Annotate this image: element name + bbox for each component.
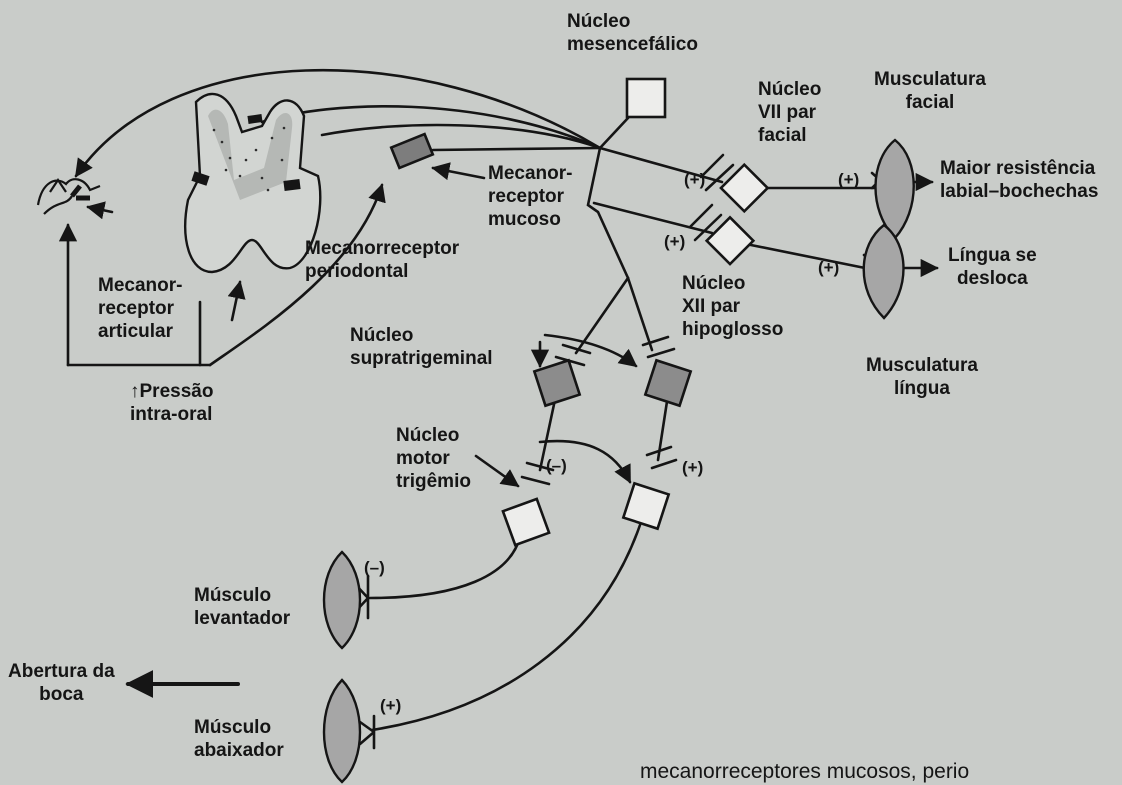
label-line: receptor — [488, 185, 572, 208]
label-line: levantador — [194, 607, 290, 630]
label-line: Núcleo — [758, 78, 821, 101]
label-line: Núcleo — [567, 10, 698, 33]
synapse-abaixador — [360, 716, 374, 748]
label-line: Núcleo — [396, 424, 471, 447]
mesencephalic-nucleus — [627, 79, 665, 117]
label-line: Língua se — [948, 244, 1037, 267]
label-line: intra-oral — [130, 403, 213, 426]
pointer-motor-left — [476, 456, 518, 486]
tongue-muscle-shape — [864, 225, 904, 318]
label-musculatura-facial: Musculatura facial — [874, 68, 986, 114]
label-line: Mecanor- — [98, 274, 182, 297]
hypoglossal-nucleus — [707, 217, 754, 264]
tooth-sketch — [185, 94, 320, 272]
label-nucleo-xii: Núcleo XII par hipoglosso — [682, 272, 783, 341]
facial-nucleus — [721, 165, 768, 212]
label-nucleo-mesencefalico: Núcleo mesencefálico — [567, 10, 698, 56]
label-line: XII par — [682, 295, 783, 318]
tract-to-articular-receptor — [76, 70, 600, 176]
label-line: VII par — [758, 101, 821, 124]
label-nucleo-motor-trigemio: Núcleo motor trigêmio — [396, 424, 471, 493]
label-line: Mecanorreceptor — [305, 237, 459, 260]
arrow-to-articular-1 — [88, 207, 112, 212]
branch-right-to-motor — [628, 278, 652, 350]
label-line: Músculo — [194, 716, 284, 739]
hypoglossal-efferent — [741, 243, 865, 268]
label-line: Maior resistência — [940, 157, 1098, 180]
tract-descending — [588, 148, 628, 278]
page-text-fragment: mecanorreceptores mucosos, perio — [640, 760, 969, 784]
label-line: articular — [98, 320, 182, 343]
label-line: periodontal — [305, 260, 459, 283]
sign-abaixador: (+) — [380, 696, 401, 716]
label-line: motor — [396, 447, 471, 470]
label-mecanorreceptor-mucoso: Mecanor- receptor mucoso — [488, 162, 572, 231]
sign-trig-excit: (+) — [682, 458, 703, 478]
sign-facial-out: (+) — [838, 170, 859, 190]
label-line: ↑Pressão — [130, 380, 213, 403]
label-line: Musculatura — [866, 354, 978, 377]
label-nucleo-vii: Núcleo VII par facial — [758, 78, 821, 147]
label-musculo-abaixador: Músculo abaixador — [194, 716, 284, 762]
label-line: trigêmio — [396, 470, 471, 493]
label-line: supratrigeminal — [350, 347, 493, 370]
label-maior-resistencia: Maior resistência labial–bochechas — [940, 157, 1098, 203]
label-abertura-da-boca: Abertura da boca — [8, 660, 115, 706]
label-line: Músculo — [194, 584, 290, 607]
tract-to-tooth-receptor-right — [322, 125, 600, 148]
label-line: receptor — [98, 297, 182, 320]
label-musculo-levantador: Músculo levantador — [194, 584, 290, 630]
label-line: Núcleo — [682, 272, 783, 295]
label-line: Abertura da — [8, 660, 115, 683]
label-mecanorreceptor-articular: Mecanor- receptor articular — [98, 274, 182, 343]
efferent-to-abaixador — [372, 525, 640, 730]
label-line: mucoso — [488, 208, 572, 231]
efferent-to-levantador — [370, 537, 520, 598]
periodontal-band-right — [284, 184, 300, 186]
arrow-to-mucosal — [433, 168, 484, 178]
label-line: boca — [8, 683, 115, 706]
label-line: labial–bochechas — [940, 180, 1098, 203]
label-line: hipoglosso — [682, 318, 783, 341]
label-line: Musculatura — [874, 68, 986, 91]
synapse-right-lower — [647, 447, 676, 468]
label-lingua-se-desloca: Língua se desloca — [948, 244, 1037, 290]
label-line: facial — [874, 91, 986, 114]
label-line: abaixador — [194, 739, 284, 762]
sign-levantador: (–) — [364, 558, 385, 578]
label-line: língua — [866, 377, 978, 400]
abaixador-muscle-shape — [324, 680, 360, 782]
label-mecanorreceptor-periodontal: Mecanorreceptor periodontal — [305, 237, 459, 283]
sign-hypo-in: (+) — [664, 232, 685, 252]
label-pressao-intraoral: ↑Pressão intra-oral — [130, 380, 213, 426]
supratrigeminal-left — [534, 360, 579, 405]
periodontal-band-top — [248, 118, 262, 120]
motor-nucleus-right — [623, 483, 668, 528]
supratrigeminal-right — [645, 360, 690, 405]
label-line: facial — [758, 124, 821, 147]
sign-trig-inhib: (–) — [546, 456, 567, 476]
label-nucleo-supratrigeminal: Núcleo supratrigeminal — [350, 324, 493, 370]
mucosal-receptor-block — [391, 134, 433, 168]
tract-to-mucosal-receptor — [433, 148, 600, 150]
sign-hypo-out: (+) — [818, 258, 839, 278]
label-line: Mecanor- — [488, 162, 572, 185]
tract-to-mesencephalic-nucleus — [600, 118, 628, 148]
levantador-muscle-shape — [324, 552, 360, 648]
motor-nucleus-left — [503, 499, 549, 545]
sign-facial-in: (+) — [684, 170, 705, 190]
arrow-periodontal-2 — [232, 282, 240, 320]
periodontal-band-left — [193, 176, 208, 181]
label-musculatura-lingua: Musculatura língua — [866, 354, 978, 400]
pointer-supratrig-right — [545, 335, 636, 366]
label-line: Núcleo — [350, 324, 493, 347]
branch-to-hypoglossal-nucleus — [594, 203, 712, 233]
tract-to-tooth-receptor-left — [262, 106, 600, 148]
label-line: mesencefálico — [567, 33, 698, 56]
label-line: desloca — [948, 267, 1037, 290]
facial-muscle-shape — [875, 140, 913, 238]
